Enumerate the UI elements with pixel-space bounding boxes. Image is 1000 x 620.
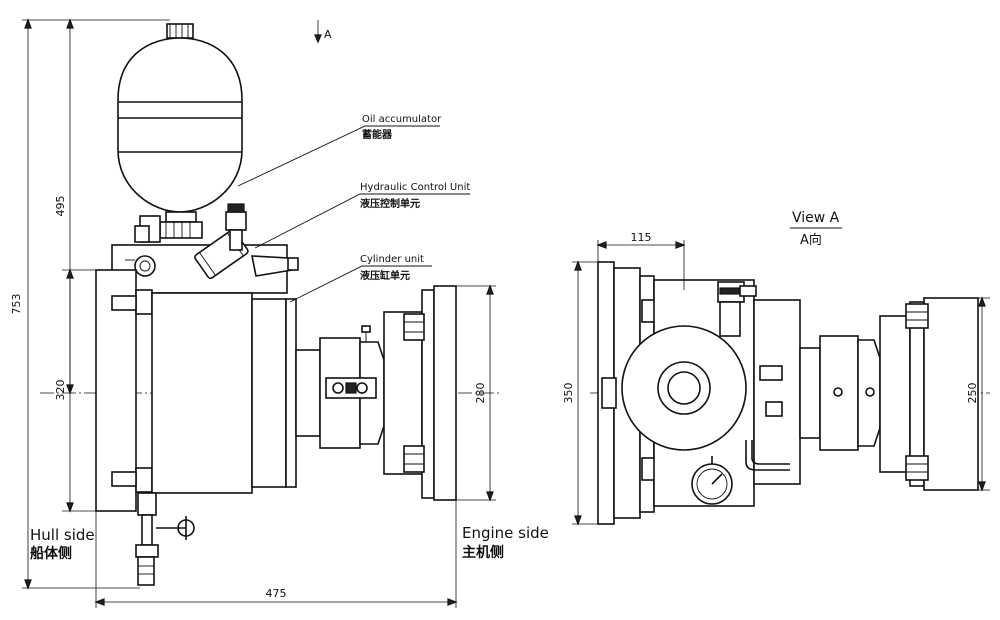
oil-accumulator-shape: [117, 23, 243, 239]
side-view: A 753 495 320 280 475 Oil accumulator 蓄能…: [10, 18, 549, 608]
oil-accumulator-label: Oil accumulator: [362, 114, 442, 125]
dim-accumulator-height: 495: [54, 196, 67, 217]
side-view-dimensions: [22, 18, 496, 608]
view-a-title-cn: A向: [800, 232, 822, 248]
engine-side-label-cn: 主机侧: [462, 544, 504, 561]
hydraulic-control-unit-shape: [111, 203, 299, 294]
hydraulic-control-unit-leader: [254, 193, 470, 249]
dim-total-height: 753: [10, 294, 23, 315]
oil-accumulator-leader: [237, 125, 440, 187]
view-a-dimensions: [572, 240, 990, 526]
dim-view-a-flange: 250: [966, 383, 979, 404]
view-a-title: View A: [792, 210, 840, 226]
view-marker-label: A: [324, 28, 332, 41]
hydraulic-control-unit-label: Hydraulic Control Unit: [360, 182, 470, 193]
engine-side-flange: [383, 285, 457, 501]
view-a: View A A向: [562, 210, 990, 526]
hull-side-label: Hull side: [30, 526, 95, 544]
cylinder-unit-leader: [289, 265, 432, 303]
dim-left-flange-height: 320: [54, 380, 67, 401]
hydraulic-control-unit-label-cn: 液压控制单元: [360, 197, 420, 210]
dim-overall-length: 475: [266, 587, 287, 600]
hull-side-label-cn: 船体侧: [30, 545, 72, 562]
view-a-engine-flange: [879, 297, 979, 491]
dim-offset-115: 115: [631, 231, 652, 244]
cylinder-unit-label-cn: 液压缸单元: [360, 269, 410, 282]
dim-view-a-height: 350: [562, 383, 575, 404]
hull-side-flange: [95, 269, 153, 512]
cylinder-unit-label: Cylinder unit: [360, 254, 424, 265]
cylinder-unit-shape: [135, 292, 385, 586]
engine-side-label: Engine side: [462, 524, 549, 542]
dim-right-flange-height: 280: [474, 383, 487, 404]
view-a-body: [621, 279, 881, 507]
oil-accumulator-label-cn: 蓄能器: [362, 128, 393, 141]
